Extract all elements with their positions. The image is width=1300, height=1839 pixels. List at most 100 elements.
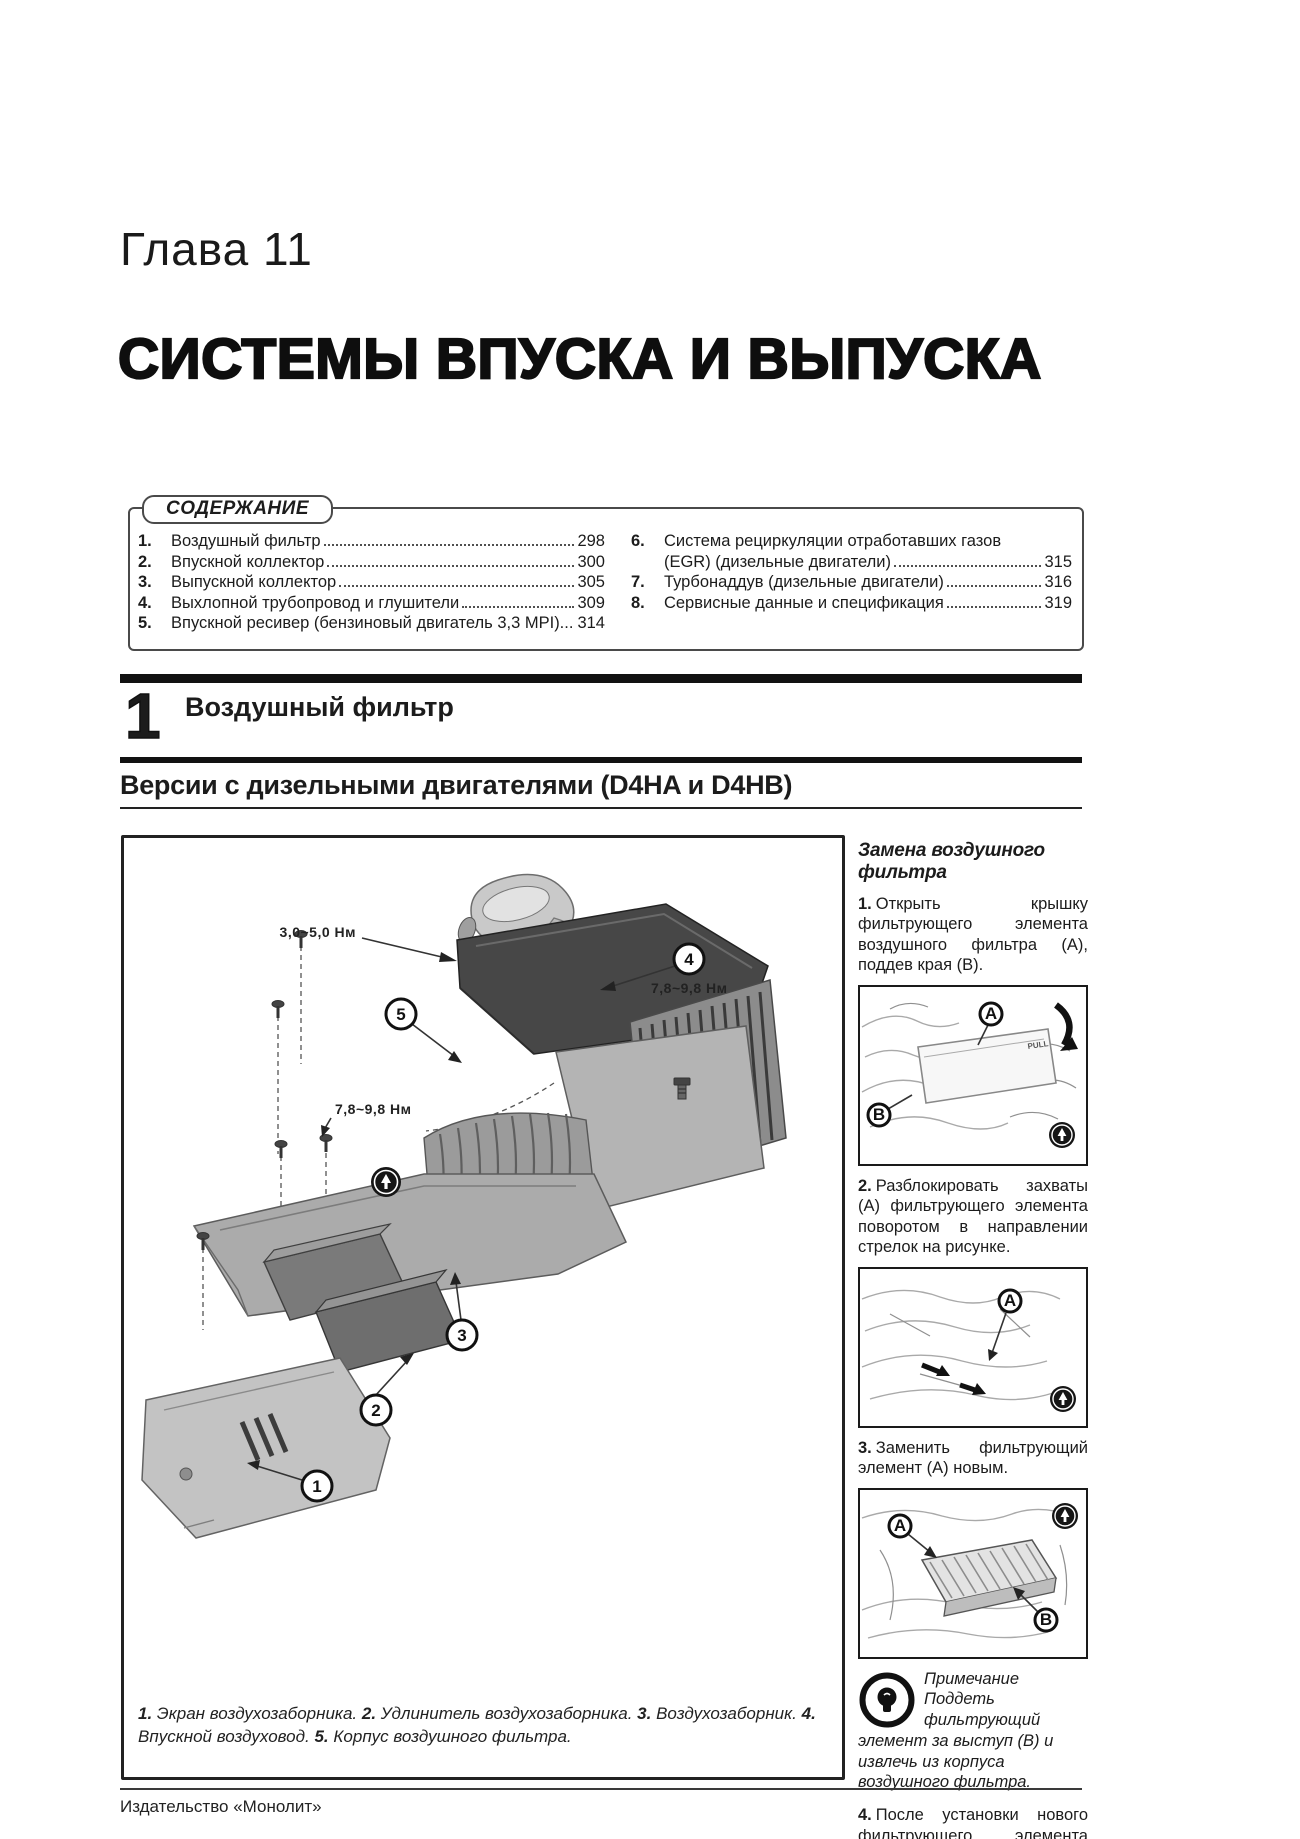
caption-number: 3. (637, 1704, 652, 1723)
chapter-title: Глава 11 (120, 223, 313, 275)
caption-text: Воздухозаборник. (656, 1704, 797, 1723)
toc-item-label: Система рециркуляции отработавших газов (663, 532, 1002, 550)
latch-arrows (921, 1362, 986, 1395)
page-title: СИСТЕМЫ ВПУСКА И ВЫПУСКА (117, 326, 1042, 392)
procedure-title: Замена воздушного фильтра (858, 840, 1045, 883)
step1-illustration: PULL A B (858, 984, 1088, 1166)
toc-item-number: 5. (138, 614, 152, 632)
svg-text:2: 2 (371, 1401, 380, 1420)
section-title: Воздушный фильтр (185, 692, 454, 722)
step-number: 2. (858, 1176, 872, 1195)
caption-text: Экран воздухозаборника. (156, 1704, 358, 1723)
toc-item-number: 3. (138, 573, 152, 591)
torque-label-top: 3,0~5,0 Нм (280, 924, 356, 940)
callout-a: A (887, 1513, 937, 1558)
note-bulb-icon (859, 1672, 915, 1728)
toc-leader-dots (339, 585, 575, 587)
pull-label: PULL (1027, 1039, 1049, 1051)
note-block: Примечание Поддеть фильтрующий элемент з… (858, 1669, 1088, 1794)
callout-a: A (988, 1288, 1023, 1361)
toc-item-number: 8. (630, 593, 645, 612)
toc-item: 4. Выхлопной трубопровод и глушители 309 (138, 593, 605, 614)
toc-item-number: 2. (138, 552, 152, 571)
svg-text:A: A (1004, 1291, 1016, 1310)
subsection-title: Версии с дизельными двигателями (D4HA и … (120, 770, 793, 800)
caption-number: 1. (138, 1704, 153, 1723)
step-1: 1.Открыть крышку фильтрующего элемента в… (858, 894, 1088, 976)
toc-item-continuation: (EGR) (дизельные двигатели) 315 (631, 552, 1072, 573)
filter-cover-sketch: PULL (917, 1027, 1057, 1104)
toc-leader-dots (462, 605, 575, 608)
toc-item-page: 319 (1044, 593, 1072, 612)
toc-item: 6. Система рециркуляции отработавших газ… (631, 531, 1072, 552)
monolit-logo-icon (1050, 1385, 1076, 1412)
exploded-diagram: 3,0~5,0 Нм 7,8~9,8 Нм 7,8~9,8 Нм 4 5 (141, 873, 787, 1539)
toc-item-label: Впускной коллектор (171, 552, 325, 571)
step-2: 2.Разблокировать захваты (A) фильтрующег… (858, 1176, 1088, 1258)
caption-text: Удлинитель воздухозаборника. (380, 1704, 633, 1723)
toc-item: 8. Сервисные данные и спецификация 319 (631, 593, 1072, 614)
toc-item-label: Выхлопной трубопровод и глушители (171, 593, 460, 612)
section-divider-bar (120, 674, 1082, 683)
monolit-logo-icon (1049, 1121, 1075, 1148)
caption-number: 2. (361, 1704, 377, 1723)
step-4: 4.После установки нового фильтрующего эл… (858, 1805, 1088, 1839)
step-text: Разблокировать захваты (A) фильтрующего … (858, 1176, 1088, 1257)
footer-publisher: Издательство «Монолит» (120, 1797, 322, 1816)
step-3: 3.Заменить фильтрующий элемент (A) новым… (858, 1438, 1088, 1479)
svg-text:B: B (1040, 1610, 1052, 1629)
toc-item-label: (EGR) (дизельные двигатели) (663, 552, 892, 571)
step-text: Заменить фильтрующий элемент (A) новым. (858, 1438, 1088, 1478)
toc-item-number: 7. (630, 573, 645, 591)
svg-text:A: A (894, 1516, 906, 1535)
figure-caption: 1. Экран воздухозаборника. 2. Удлинитель… (124, 1700, 842, 1749)
note-text: Поддеть фильтрующий элемент за выступ (B… (858, 1690, 1054, 1792)
toc-item-page: 314 (577, 614, 605, 632)
callout-5: 5 (384, 997, 462, 1063)
step-text: Открыть крышку фильтрующего элемента воз… (858, 895, 1088, 975)
figure-box: 3,0~5,0 Нм 7,8~9,8 Нм 7,8~9,8 Нм 4 5 (121, 835, 845, 1780)
toc-item-label: Турбонаддув (дизельные двигатели) (663, 573, 944, 591)
toc-item: 1. Воздушный фильтр 298 (138, 531, 605, 552)
section-divider-bar-bottom (120, 757, 1082, 763)
toc-column-right: 6. Система рециркуляции отработавших газ… (631, 531, 1072, 641)
toc-leader-dots (323, 544, 575, 546)
filter-element-sketch (920, 1538, 1058, 1617)
toc-item-page: 309 (577, 593, 605, 612)
toc-leader-dots (946, 585, 1042, 587)
svg-text:1: 1 (312, 1477, 321, 1496)
procedure-column: Замена воздушного фильтра 1.Открыть крыш… (858, 840, 1088, 1839)
svg-text:A: A (985, 1004, 997, 1023)
svg-text:5: 5 (396, 1005, 405, 1024)
toc-item-label: Воздушный фильтр (171, 532, 321, 550)
svg-text:B: B (873, 1105, 885, 1124)
toc-item: 5. Впускной ресивер (бензиновый двигател… (138, 613, 605, 634)
callout-a: A (977, 1001, 1004, 1046)
toc-item-label: Впускной ресивер (бензиновый двигатель 3… (171, 614, 574, 632)
callout-3: 3 (445, 1272, 479, 1352)
bolt-icon (673, 1077, 691, 1100)
section-number: 1 (124, 680, 161, 752)
toc-item: 2. Впускной коллектор 300 (138, 552, 605, 573)
fastener-icons (196, 930, 691, 1250)
monolit-logo-icon (371, 1167, 401, 1197)
note-label: Примечание (924, 1669, 1020, 1688)
intake-screen-shield (141, 1357, 391, 1539)
callout-1: 1 (247, 1460, 334, 1503)
callout-b: B (866, 1094, 913, 1128)
intake-extension-parts (262, 1222, 463, 1373)
step2-illustration: A (858, 1266, 1088, 1428)
toc-item-label: Выпускной коллектор (171, 573, 337, 591)
step3-illustration: A B (858, 1487, 1088, 1659)
toc-box: СОДЕРЖАНИЕ 1. Воздушный фильтр 298 2. Вп… (128, 495, 1084, 651)
svg-text:4: 4 (684, 950, 694, 969)
toc-item-page: 315 (1044, 552, 1072, 571)
toc-item-page: 316 (1044, 573, 1072, 591)
caption-number: 5. (314, 1727, 329, 1747)
toc-item-label: Сервисные данные и спецификация (663, 593, 944, 612)
svg-text:3: 3 (457, 1326, 466, 1345)
caption-text: Впускной воздуховод. (138, 1727, 310, 1747)
step-number: 1. (858, 895, 872, 913)
toc-leader-dots (327, 564, 575, 567)
